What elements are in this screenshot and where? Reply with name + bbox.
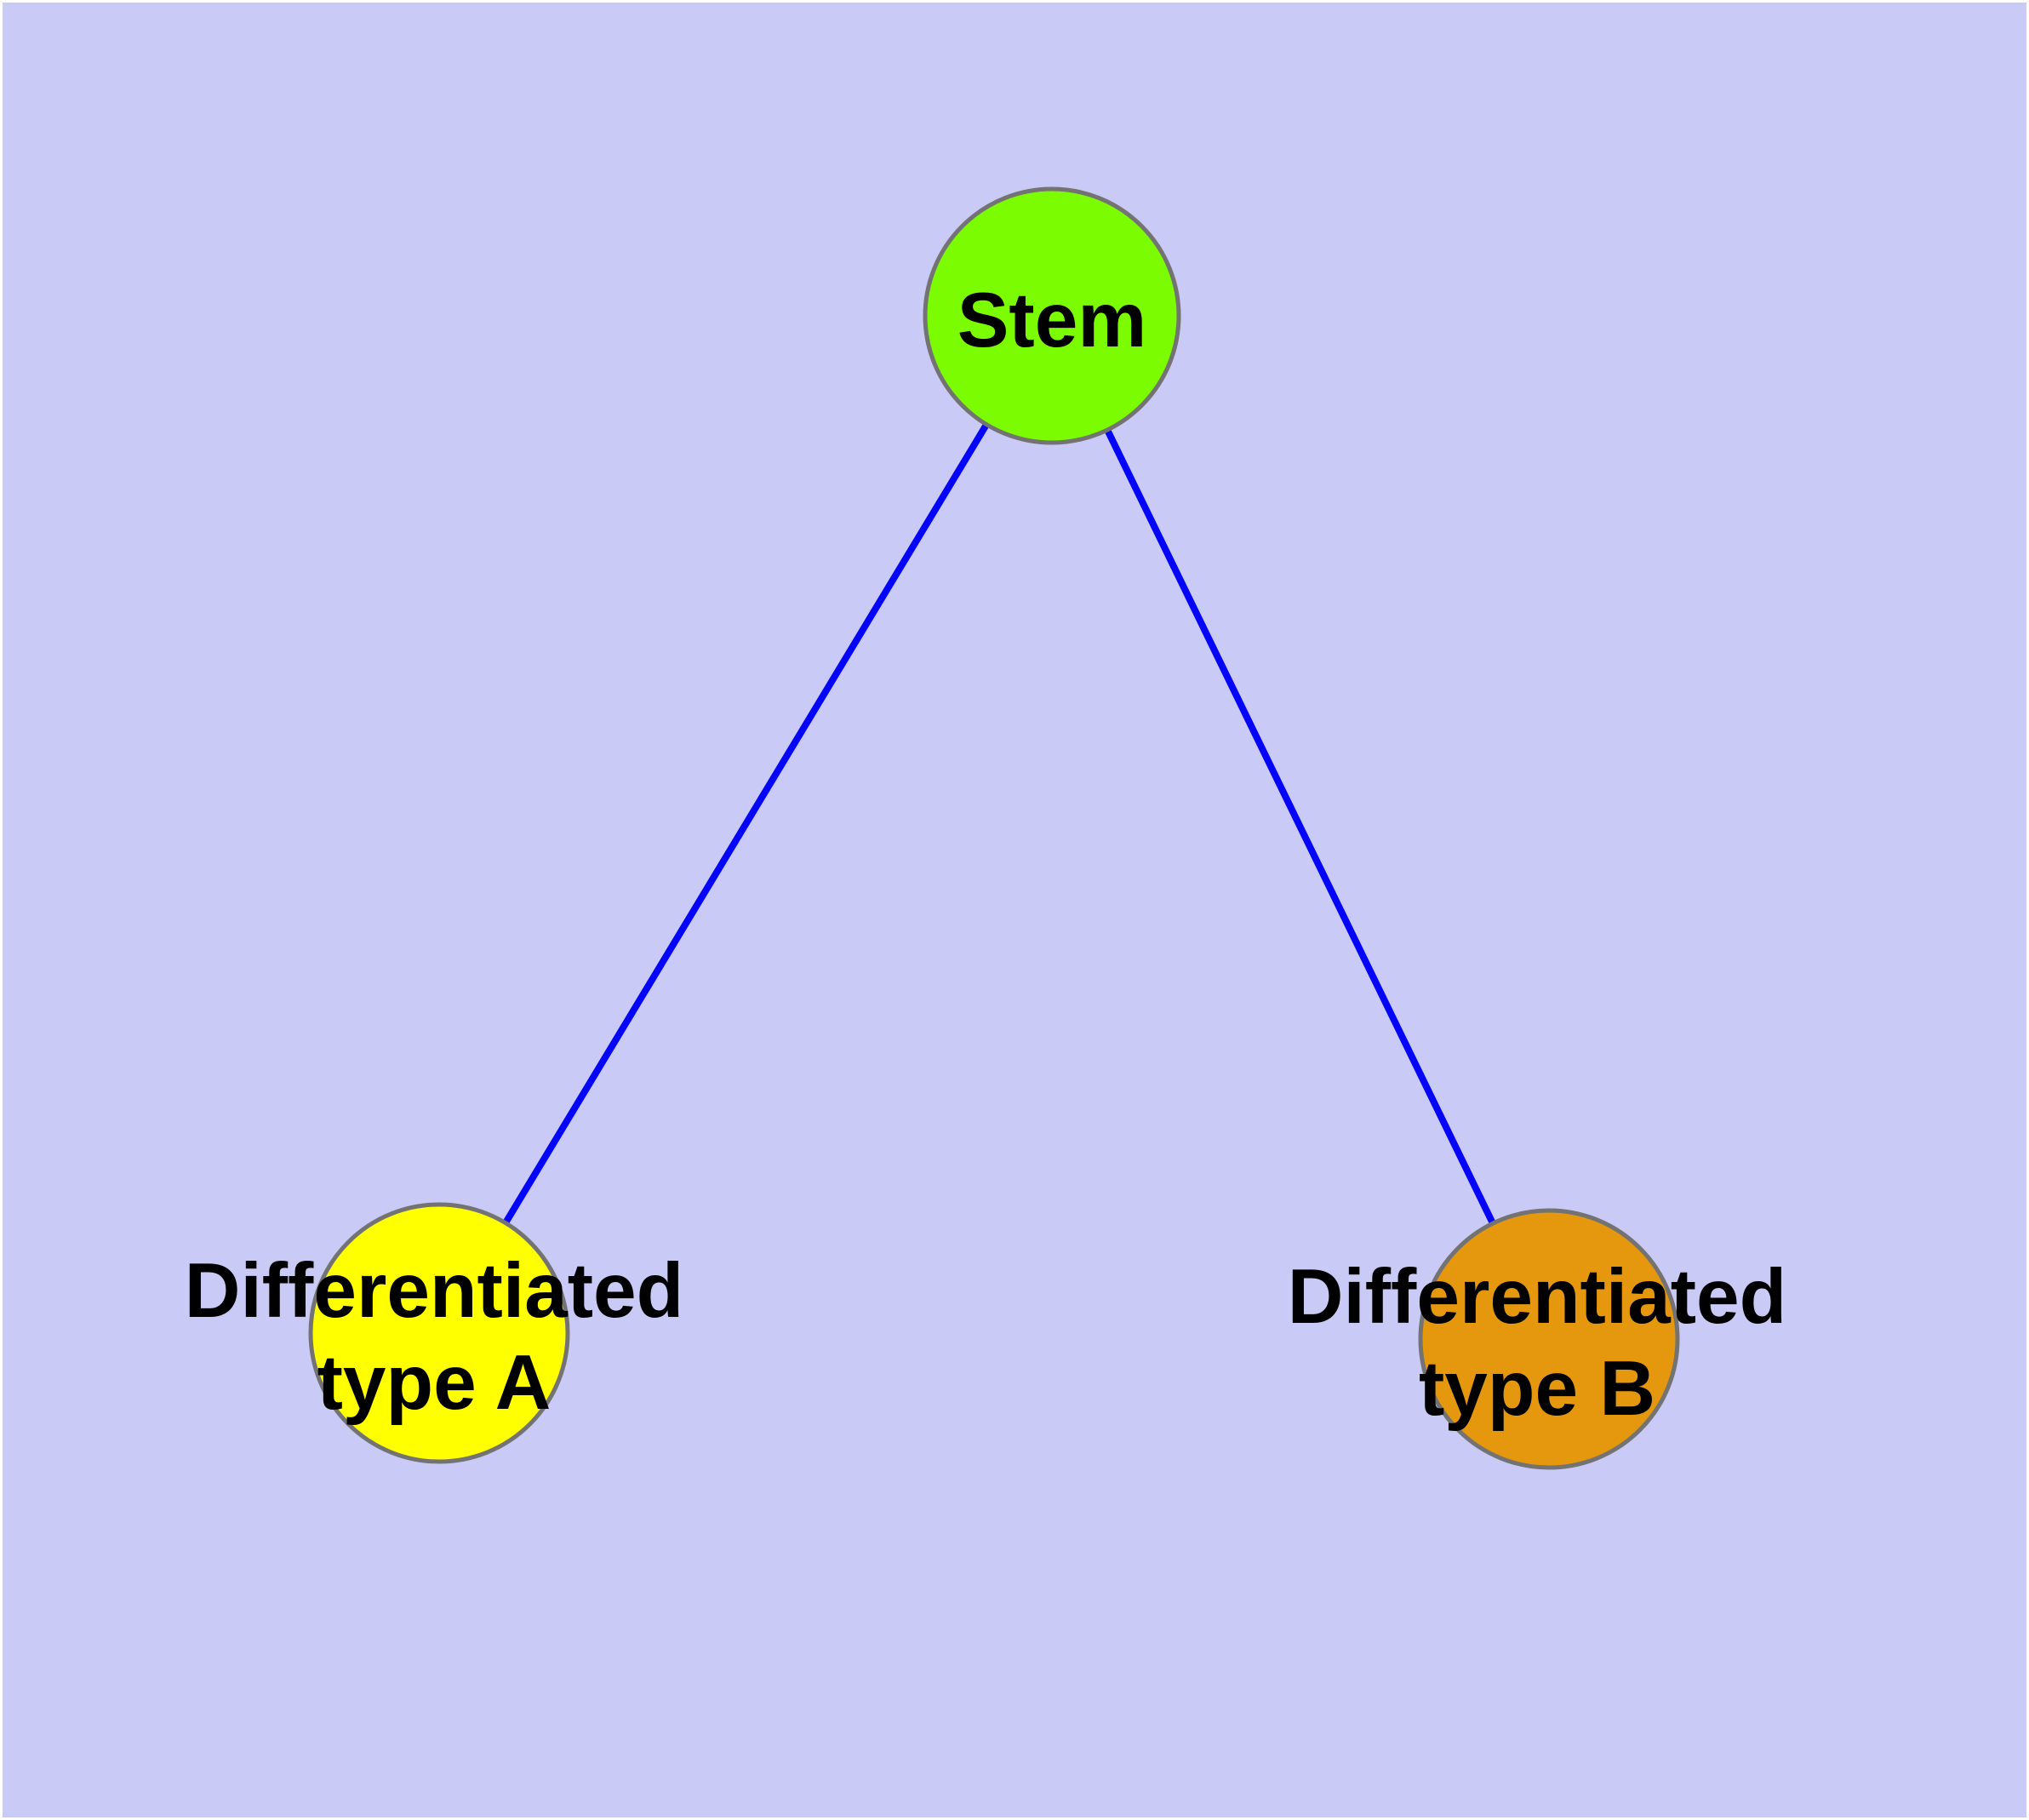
node-type-b-label-line1: Differentiated bbox=[1288, 1254, 1787, 1340]
edge-stem-to-type-a bbox=[436, 313, 1055, 1336]
node-type-b-label-line2: type B bbox=[1419, 1346, 1655, 1432]
node-type-a-label-line2: type A bbox=[317, 1340, 552, 1426]
edge-stem-to-type-b bbox=[1049, 314, 1552, 1341]
node-type-a-circle bbox=[308, 1202, 570, 1464]
node-stem-circle bbox=[923, 186, 1181, 445]
node-type-a-label-line1: Differentiated bbox=[185, 1248, 684, 1334]
node-type-b-circle bbox=[1418, 1208, 1680, 1470]
node-stem-label: Stem bbox=[957, 278, 1147, 363]
